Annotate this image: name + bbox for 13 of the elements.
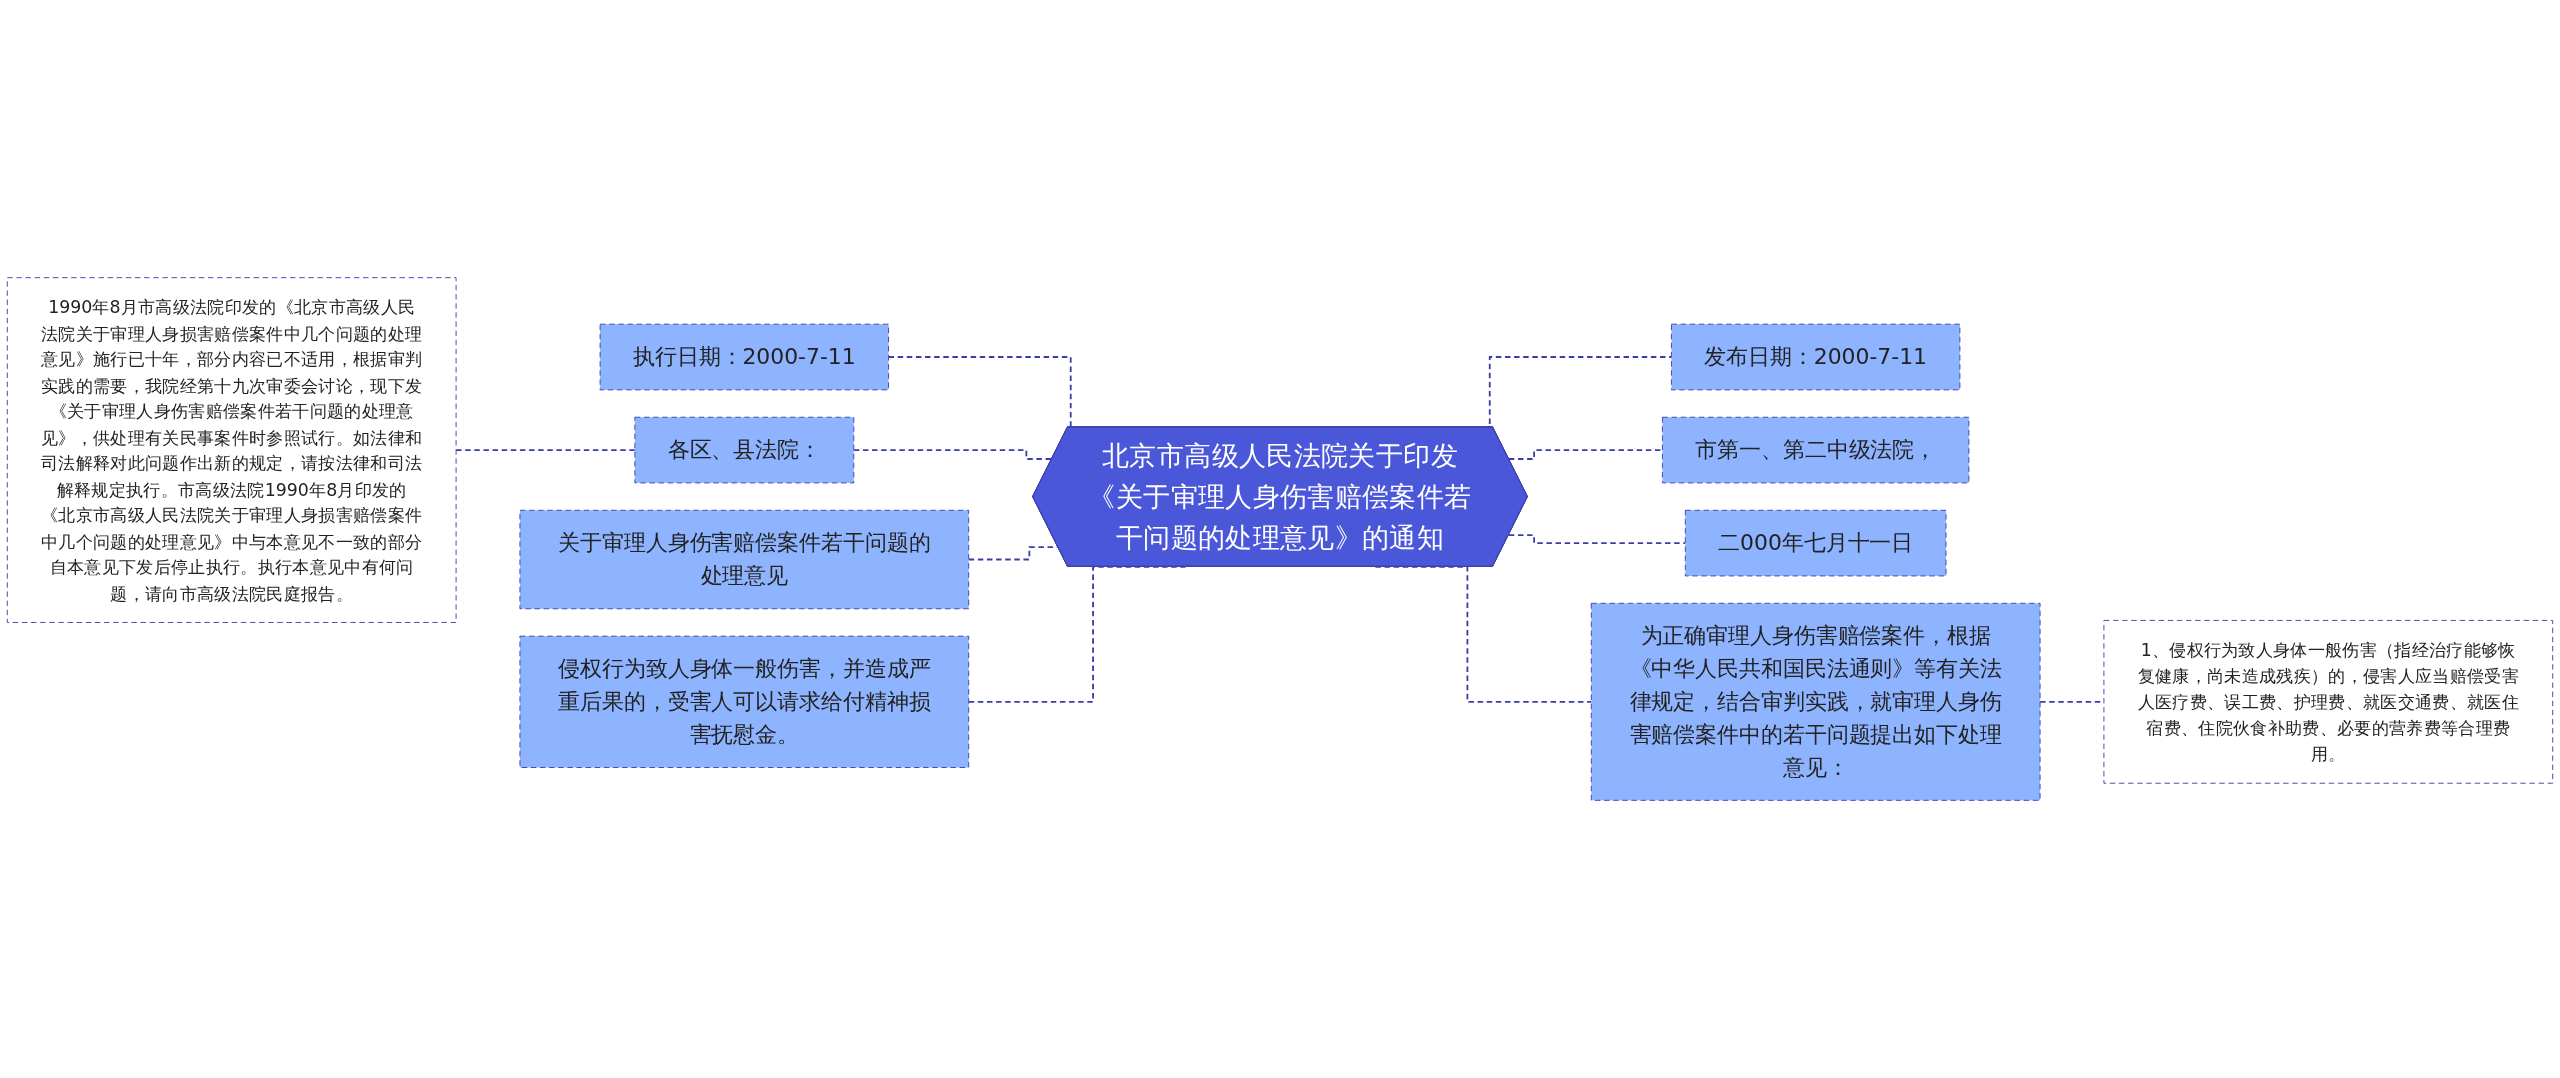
node-box: 关于审理人身伤害赔偿案件若干问题的处理意见 [519, 509, 970, 610]
node-box: 执行日期：2000-7-11 [599, 323, 889, 391]
node-box: 发布日期：2000-7-11 [1671, 323, 1961, 391]
node-box: 市第一、第二中级法院， [1661, 416, 1970, 484]
node-box: 侵权行为致人身体一般伤害，并造成严重后果的，受害人可以请求给付精神损害抚慰金。 [519, 635, 970, 768]
node-box: 二000年七月十一日 [1684, 509, 1947, 577]
node-box: 1990年8月市高级法院印发的《北京市高级人民法院关于审理人身损害赔偿案件中几个问题的处理意见》施行已十年，部分内容已不适用，根据审判实践的需要，我院经第十九次审委会讨论，现下发《关于审理人身伤害赔偿案件若干问题的处理意见》，供处理有关民事案件时参照试行。如法律和司法解释对此问题作出新的规定，请按法律和司法解释规定执行。市高级法院1990年8月印发的《北京市高级人民法院关于审理人身损害赔偿案件中几个问题的处理意见》中与本意见不一致的部分自本意见下发后停止执行。执行本意见中有何问题，请向市高级法院民庭报告。 [6, 277, 457, 623]
connector [455, 449, 636, 451]
node-box: 为正确审理人身伤害赔偿案件，根据《中华人民共和国民法通则》等有关法律规定，结合审判实践，就审理人身伤害赔偿案件中的若干问题提出如下处理意见： [1590, 602, 2041, 801]
connector [1507, 534, 1687, 544]
node-box: 1、侵权行为致人身体一般伤害（指经治疗能够恢复健康，尚未造成残疾）的，侵害人应当赔偿受害人医疗费、误工费、护理费、就医交通费、就医住宿费、住院伙食补助费、必要的营养费等合理费用。 [2103, 619, 2554, 784]
node-box: 各区、县法院： [634, 416, 855, 484]
connector [852, 449, 1053, 460]
